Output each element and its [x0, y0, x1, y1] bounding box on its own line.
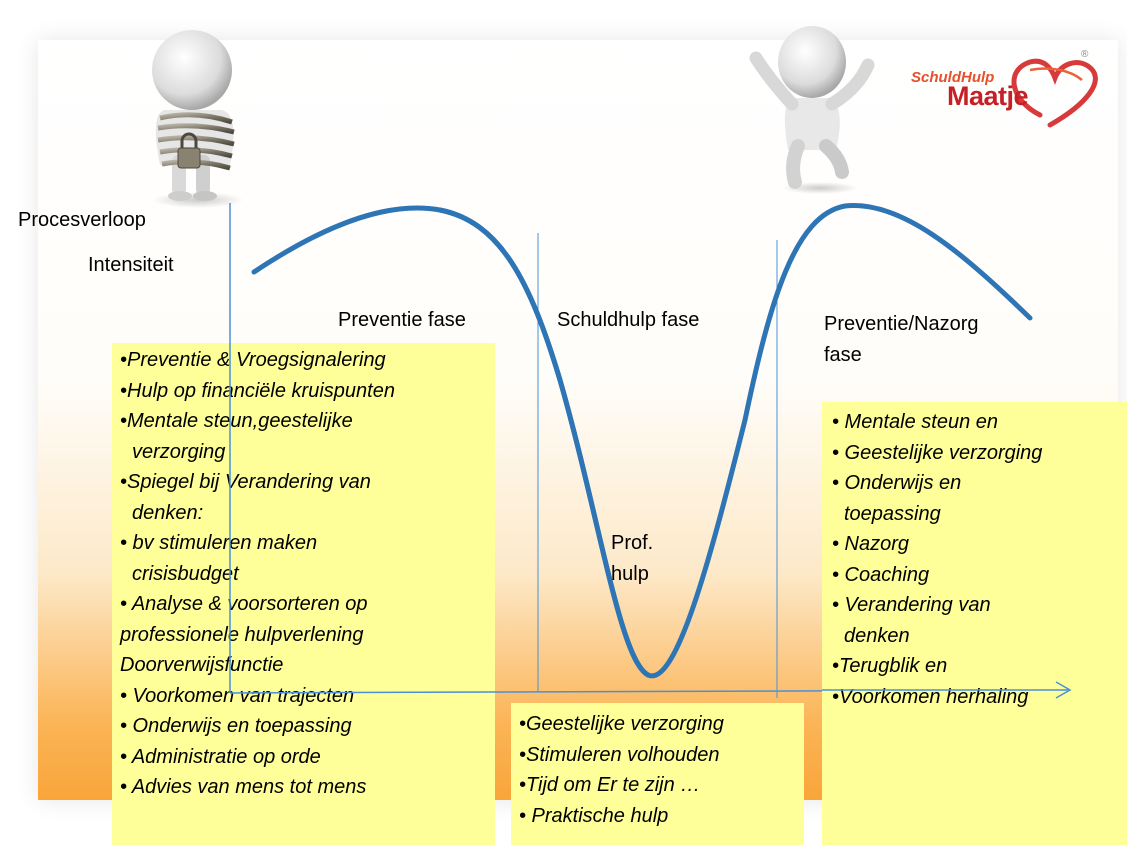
list-item: • Advies van mens tot mens — [120, 776, 367, 798]
list-item: •Hulp op financiële kruispunten — [120, 379, 395, 402]
list-item: •Spiegel bij Verandering van — [120, 471, 371, 493]
prof-hulp-label: Prof. hulp — [611, 528, 653, 590]
list-item: •Mentale steun,geestelijke — [120, 410, 353, 432]
list-item: •Geestelijke verzorging — [519, 713, 724, 735]
intensiteit-label: Intensiteit — [88, 254, 174, 276]
list-item: professionele hulpverlening — [120, 623, 364, 646]
list-item: •Tijd om Er te zijn … — [519, 774, 701, 796]
nazorg-fase-label-line2: fase — [824, 344, 862, 366]
logo-text-line1: SchuldHulp — [911, 69, 995, 86]
list-item: • Praktische hulp — [519, 804, 669, 827]
logo-text-line2: Maatje — [947, 81, 1029, 111]
list-item: • Administratie op orde — [120, 745, 321, 768]
schuldhulp-activities-list: •Geestelijke verzorging •Stimuleren volh… — [519, 709, 804, 831]
list-item: denken — [844, 624, 910, 647]
list-item: • Coaching — [832, 563, 930, 586]
preventie-fase-label: Preventie fase — [338, 309, 466, 331]
nazorg-activities-box: • Mentale steun en • Geestelijke verzorg… — [822, 402, 1127, 845]
nazorg-activities-list: • Mentale steun en • Geestelijke verzorg… — [832, 407, 1127, 712]
prof-hulp-line2: hulp — [611, 563, 649, 585]
list-item: toepassing — [844, 502, 941, 525]
list-item: •Stimuleren volhouden — [519, 743, 720, 766]
list-item: denken: — [132, 501, 204, 524]
schuldhulp-maatje-logo: SchuldHulp Maatje ® — [905, 49, 1088, 135]
schuldhulp-activities-box: •Geestelijke verzorging •Stimuleren volh… — [511, 703, 804, 845]
list-item: • Verandering van — [832, 594, 991, 616]
list-item: •Preventie & Vroegsignalering — [120, 349, 386, 371]
preventie-activities-box: •Preventie & Vroegsignalering •Hulp op f… — [112, 343, 495, 845]
procesverloop-label: Procesverloop — [18, 209, 146, 231]
list-item: • Geestelijke verzorging — [832, 441, 1043, 464]
list-item: crisisbudget — [132, 562, 239, 585]
list-item: •Terugblik en — [832, 655, 948, 677]
list-item: •Voorkomen herhaling — [832, 685, 1029, 708]
list-item: • bv stimuleren maken — [120, 532, 318, 554]
nazorg-fase-label-line1: Preventie/Nazorg — [824, 313, 979, 335]
jumping-person-figure — [749, 26, 875, 194]
list-item: • Onderwijs en — [832, 472, 962, 494]
list-item: • Analyse & voorsorteren op — [120, 593, 368, 615]
preventie-activities-list: •Preventie & Vroegsignalering •Hulp op f… — [120, 345, 495, 803]
nazorg-fase-label: Preventie/Nazorg fase — [824, 309, 979, 371]
list-item: • Mentale steun en — [832, 411, 998, 433]
list-item: • Voorkomen van trajecten — [120, 684, 355, 707]
registered-mark: ® — [1081, 49, 1089, 60]
schuldhulp-fase-label: Schuldhulp fase — [557, 309, 700, 331]
logo-heart-icon — [1011, 58, 1098, 128]
prof-hulp-line1: Prof. — [611, 532, 654, 554]
list-item: Doorverwijsfunctie — [120, 654, 284, 676]
list-item: • Onderwijs en toepassing — [120, 715, 352, 737]
list-item: • Nazorg — [832, 533, 910, 555]
list-item: verzorging — [132, 440, 226, 463]
chained-person-figure — [152, 30, 244, 208]
